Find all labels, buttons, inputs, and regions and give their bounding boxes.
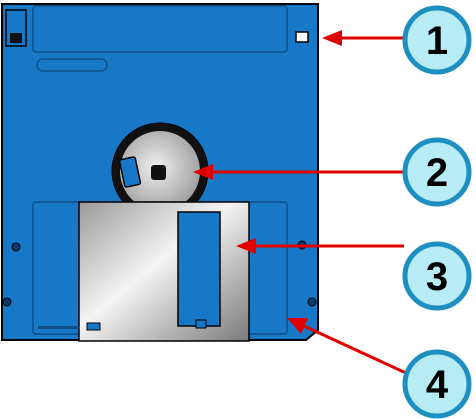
alignment-hole-left <box>11 242 21 252</box>
metal-shutter <box>78 201 250 342</box>
callout-number-3: 3 <box>426 255 448 299</box>
arrow-3 <box>236 238 404 254</box>
corner-hole-left <box>2 297 12 307</box>
bottom-mark <box>86 322 101 331</box>
bottom-slot <box>38 326 80 329</box>
arrow-4 <box>287 318 407 375</box>
hub-spindle-hole <box>151 165 166 180</box>
write-protect-slider <box>10 33 22 43</box>
arrow-2 <box>193 164 404 180</box>
callout-number-1: 1 <box>426 19 448 63</box>
label-recess <box>32 5 288 53</box>
density-hole <box>295 31 309 43</box>
callout-badge-4: 4 <box>402 349 472 419</box>
callout-badge-1: 1 <box>402 5 472 75</box>
shutter-window-tab <box>195 319 207 329</box>
hub-drive-notch <box>118 156 142 188</box>
callout-badge-2: 2 <box>402 137 472 207</box>
corner-hole-right <box>307 297 317 307</box>
callout-number-2: 2 <box>426 151 448 195</box>
callout-number-4: 4 <box>426 363 449 407</box>
arrow-1 <box>322 30 404 46</box>
callout-badge-3: 3 <box>402 241 472 311</box>
label-slot <box>36 58 108 72</box>
shutter-window <box>177 211 221 327</box>
